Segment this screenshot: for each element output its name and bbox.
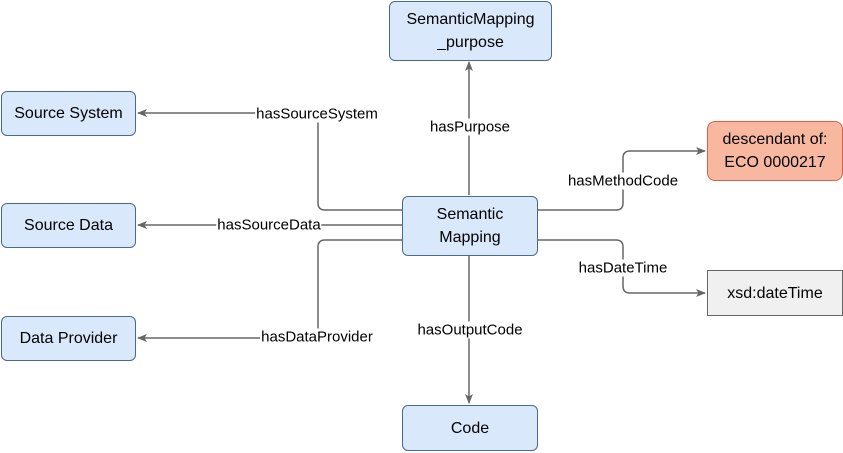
edge-label-has-output-code: hasOutputCode [416, 321, 524, 339]
node-method-code-line-1: descendant of: [722, 131, 828, 148]
node-purpose-line-2: _purpose [437, 34, 504, 51]
node-method-code-constraint[interactable]: descendant of: ECO 0000217 [707, 121, 843, 181]
node-semantic-mapping[interactable]: Semantic Mapping [402, 196, 538, 256]
node-source-data[interactable]: Source Data [1, 203, 136, 248]
node-code[interactable]: Code [402, 405, 538, 451]
edge-label-has-method-code: hasMethodCode [566, 172, 680, 190]
node-purpose-line-1: SemanticMapping [406, 11, 535, 28]
node-semantic-mapping-line-1: Semantic [436, 206, 504, 223]
node-xsd-datetime[interactable]: xsd:dateTime [707, 270, 843, 316]
node-datetime-label: xsd:dateTime [727, 284, 823, 302]
edge-label-has-purpose: hasPurpose [428, 118, 512, 136]
node-semanticmapping-purpose[interactable]: SemanticMapping _purpose [389, 1, 552, 61]
edge-has-source-system [137, 109, 402, 211]
edge-has-data-provider [137, 239, 402, 342]
edge-label-has-source-system: hasSourceSystem [255, 105, 379, 123]
node-source-data-label: Source Data [24, 217, 113, 234]
node-source-system-label: Source System [14, 105, 123, 122]
node-code-label: Code [450, 419, 490, 437]
node-source-system[interactable]: Source System [1, 91, 136, 136]
edge-label-has-data-provider: hasDataProvider [260, 328, 374, 346]
node-method-code-line-2: ECO 0000217 [724, 154, 826, 171]
node-data-provider[interactable]: Data Provider [1, 316, 136, 361]
edge-label-has-date-time: hasDateTime [577, 259, 669, 277]
node-data-provider-label: Data Provider [19, 330, 118, 347]
node-semantic-mapping-line-2: Mapping [439, 229, 501, 246]
edge-label-has-source-data: hasSourceData [216, 216, 322, 234]
